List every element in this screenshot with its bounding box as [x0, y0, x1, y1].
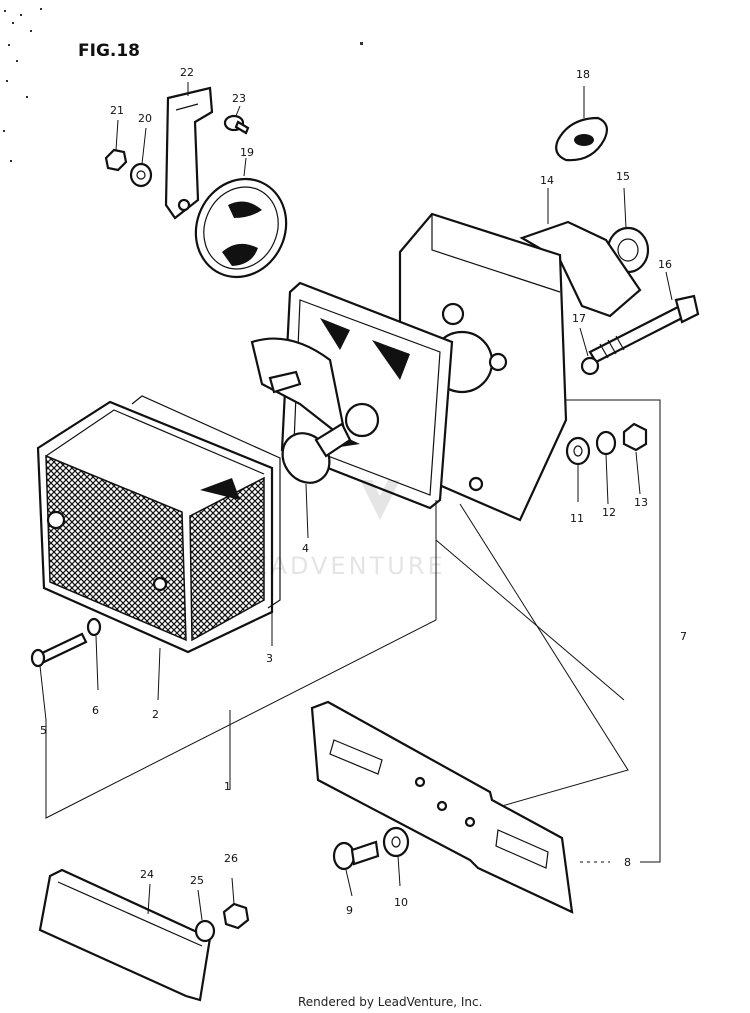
callout-13: 13 — [634, 496, 648, 509]
callout-19: 19 — [240, 146, 254, 159]
nut-21 — [104, 148, 128, 172]
figure-title: FIG.18 — [78, 41, 140, 61]
callout-14: 14 — [540, 174, 554, 187]
bolt-16 — [588, 294, 700, 364]
watermark-text: LEADVENTURE — [236, 552, 446, 580]
nut-17 — [580, 356, 600, 376]
footer-credit: Rendered by LeadVenture, Inc. — [298, 995, 482, 1009]
callout-7: 7 — [680, 630, 687, 643]
callout-4: 4 — [302, 542, 309, 555]
callout-11: 11 — [570, 512, 584, 525]
screw-23 — [223, 114, 250, 135]
callout-26: 26 — [224, 852, 238, 865]
callout-18: 18 — [576, 68, 590, 81]
bulb-4 — [281, 422, 352, 484]
socket-plate — [250, 337, 380, 443]
housing-bracket-14 — [519, 220, 642, 318]
lens-2 — [36, 400, 274, 654]
callout-3: 3 — [266, 652, 273, 665]
callout-2: 2 — [152, 708, 159, 721]
bracket-22 — [164, 86, 214, 220]
gasket-3 — [131, 395, 281, 609]
grommet-18 — [555, 116, 609, 162]
callout-labels: 1 2 3 4 5 6 7 8 9 10 11 12 13 14 15 16 1… — [40, 66, 687, 917]
side-reflector-24 — [38, 868, 212, 1002]
washer-20 — [129, 162, 153, 188]
callout-15: 15 — [616, 170, 630, 183]
callout-24: 24 — [140, 868, 154, 881]
callout-21: 21 — [110, 104, 124, 117]
bolt-9 — [332, 840, 380, 871]
callout-23: 23 — [232, 92, 246, 105]
callout-22: 22 — [180, 66, 194, 79]
leader-lines — [39, 82, 673, 921]
nut-26 — [222, 902, 250, 930]
washer-25 — [194, 919, 216, 943]
callout-12: 12 — [602, 506, 616, 519]
callout-16: 16 — [658, 258, 672, 271]
callout-6: 6 — [92, 704, 99, 717]
nut-13 — [622, 422, 648, 452]
washer-10 — [382, 826, 410, 858]
washer-11 — [565, 436, 591, 466]
callout-5: 5 — [40, 724, 47, 737]
screw-5 — [30, 632, 88, 668]
callout-8: 8 — [624, 856, 631, 869]
callout-17: 17 — [572, 312, 586, 325]
callout-25: 25 — [190, 874, 204, 887]
callout-1: 1 — [224, 780, 231, 793]
washer-12 — [595, 430, 617, 456]
callout-10: 10 — [394, 896, 408, 909]
washer-6 — [86, 617, 102, 637]
callout-9: 9 — [346, 904, 353, 917]
watermark: LEADVENTURE — [236, 480, 446, 580]
scan-noise — [3, 8, 363, 162]
license-bracket-8 — [310, 700, 574, 914]
callout-20: 20 — [138, 112, 152, 125]
reflector-19 — [194, 177, 288, 279]
